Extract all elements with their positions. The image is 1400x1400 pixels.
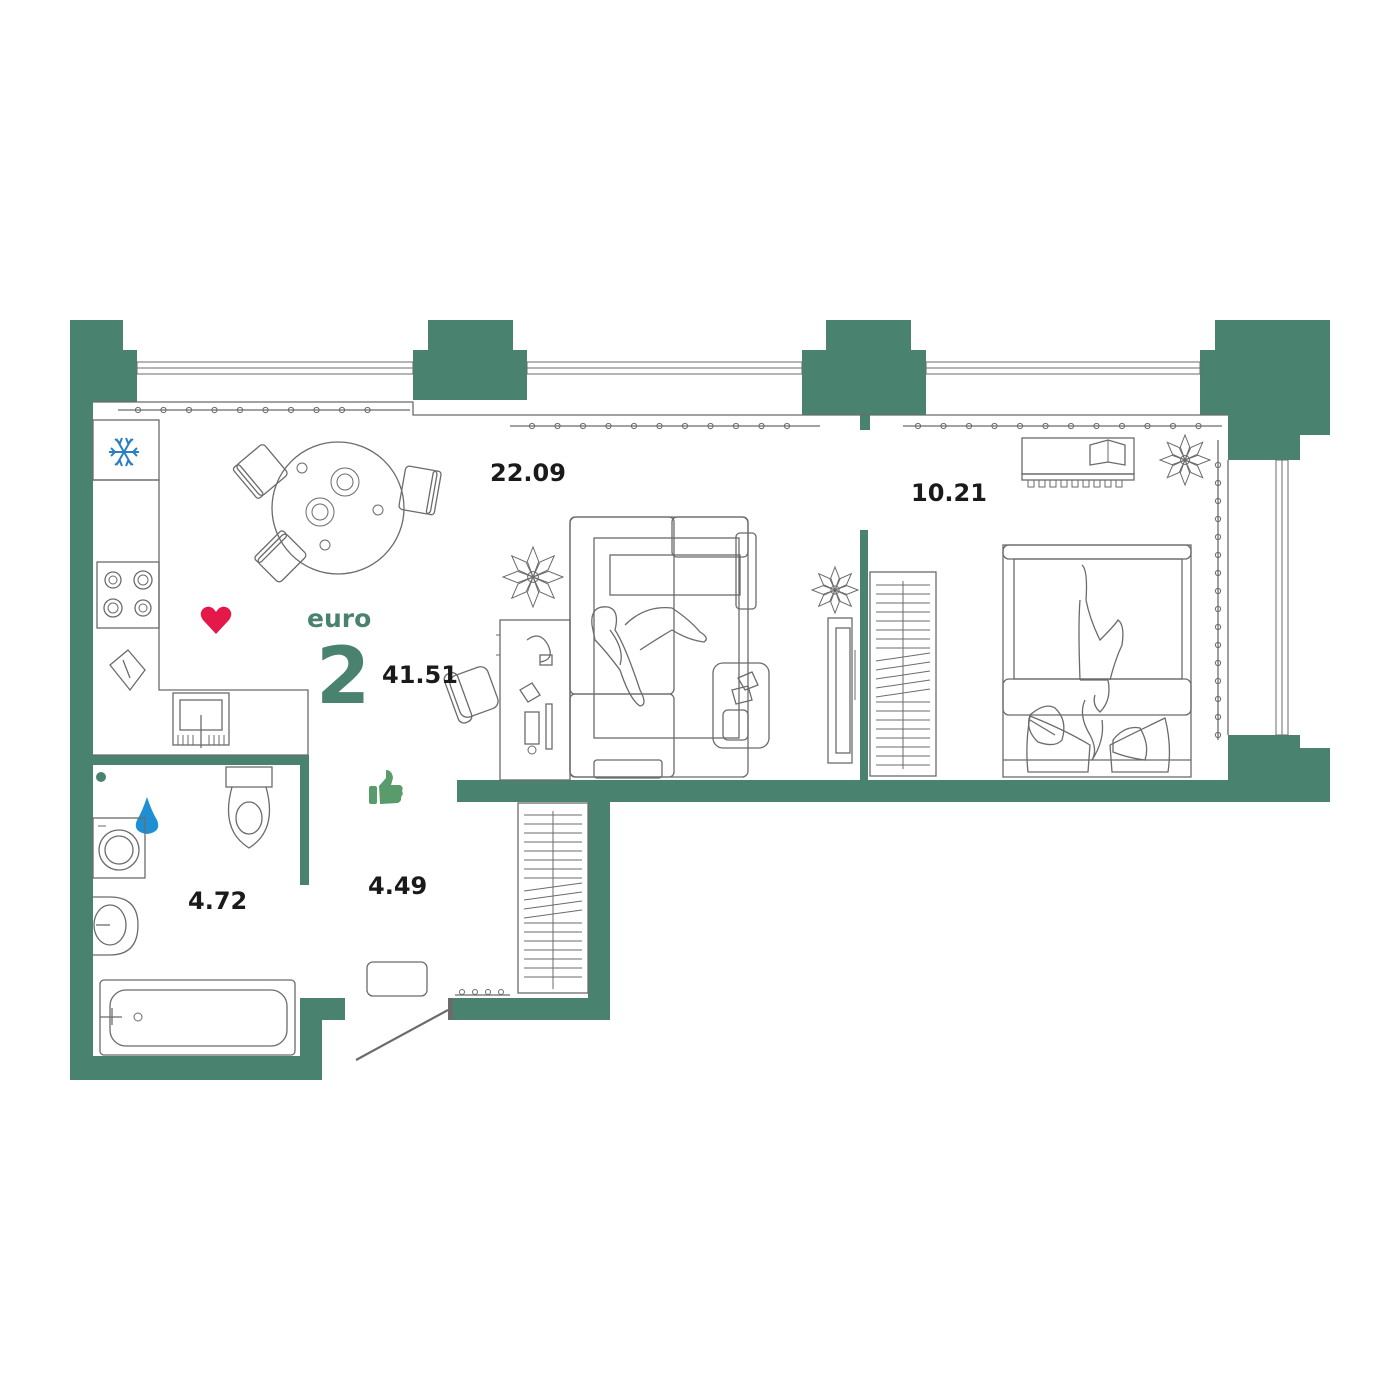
- rooms-count: 2: [316, 632, 370, 722]
- living-area: [443, 516, 860, 781]
- living-kitchen-area: 22.09: [490, 459, 566, 487]
- water-drop-icon: [135, 797, 159, 834]
- walls: [70, 320, 1330, 1080]
- bathroom: [92, 766, 296, 1056]
- hallway: [355, 802, 589, 1061]
- curtain-rings: [134, 406, 1222, 739]
- dining-table: [232, 441, 442, 583]
- thumbs-up-icon: [369, 770, 403, 804]
- snowflake-icon: [109, 437, 139, 467]
- kitchen: [92, 419, 309, 756]
- heart-icon: [200, 606, 232, 634]
- total-area: 41.51: [382, 661, 458, 689]
- curtain-rails: [118, 409, 1222, 740]
- bathroom-area: 4.72: [188, 887, 247, 915]
- hallway-area: 4.49: [368, 872, 427, 900]
- plan-type-label: euro: [307, 604, 371, 633]
- bedroom: [869, 433, 1212, 778]
- bedroom-area: 10.21: [911, 479, 987, 507]
- windows: [93, 361, 1289, 736]
